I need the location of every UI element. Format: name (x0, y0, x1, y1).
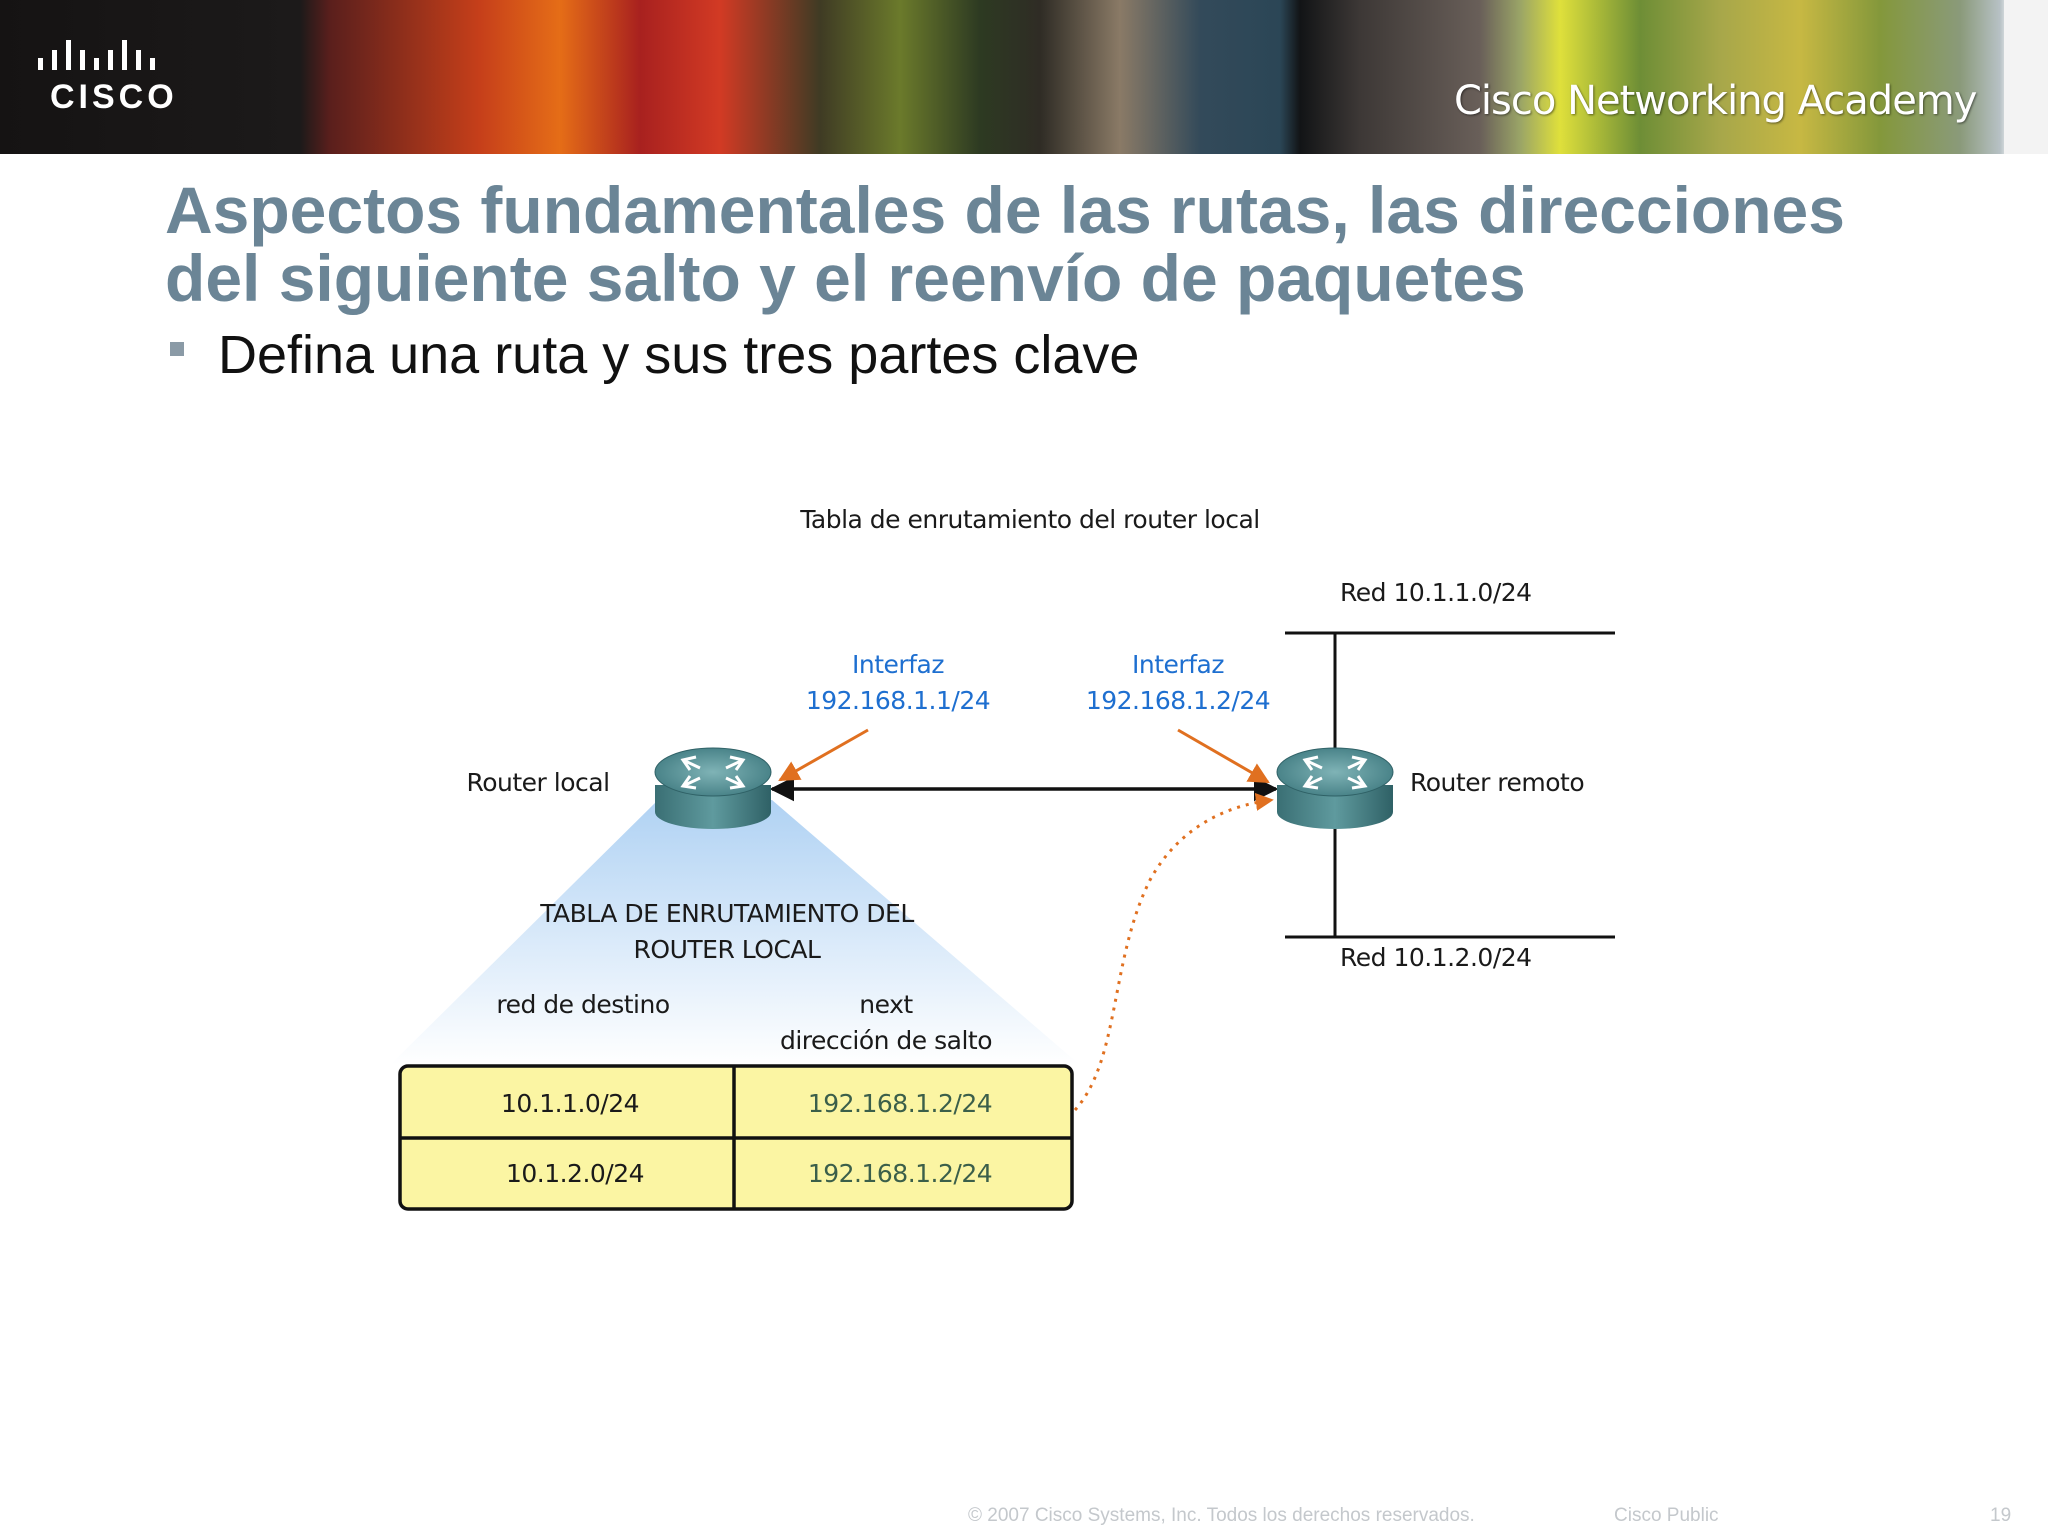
column-header-next-hop-line-1: next (859, 990, 913, 1019)
academy-title: Cisco Networking Academy (1454, 78, 1977, 124)
column-header-next-hop-line-2: dirección de salto (780, 1026, 992, 1055)
table-row-2-destination: 10.1.2.0/24 (506, 1159, 644, 1188)
table-row-1-destination: 10.1.1.0/24 (501, 1089, 639, 1118)
cisco-logo-text: CISCO (50, 78, 178, 116)
table-row-1-next-hop: 192.168.1.2/24 (808, 1089, 992, 1118)
footer-copyright: © 2007 Cisco Systems, Inc. Todos los der… (968, 1505, 1475, 1526)
router-local-icon (654, 747, 772, 829)
interface-local-ip: 192.168.1.1/24 (806, 686, 990, 715)
table-row-2-next-hop: 192.168.1.2/24 (808, 1159, 992, 1188)
footer-classification: Cisco Public (1614, 1505, 1719, 1526)
next-hop-dotted-arrow (1073, 792, 1274, 1112)
cisco-logo-icon (38, 40, 155, 70)
network-bottom-label: Red 10.1.2.0/24 (1340, 943, 1532, 972)
footer-page-number: 19 (1990, 1505, 2012, 1526)
bullet-text: Defina una ruta y sus tres partes clave (218, 325, 1140, 385)
routing-table-cone (390, 800, 1080, 1065)
remote-interface-arrow (1177, 728, 1270, 784)
router-local-label: Router local (466, 768, 609, 797)
router-remote-label: Router remoto (1410, 768, 1584, 797)
interface-remote-label: Interfaz (1132, 650, 1224, 679)
bullet-square-icon (170, 342, 184, 356)
banner-edge-strip (2004, 0, 2048, 154)
interface-local-label: Interfaz (852, 650, 944, 679)
network-top-label: Red 10.1.1.0/24 (1340, 578, 1532, 607)
table-title-line-2: ROUTER LOCAL (634, 935, 822, 964)
local-interface-arrow (778, 728, 869, 782)
routing-table: 10.1.1.0/24 192.168.1.2/24 10.1.2.0/24 1… (398, 1064, 1074, 1211)
slide-title-line-1: Aspectos fundamentales de las rutas, las… (165, 173, 1845, 247)
header-banner: CISCO Cisco Networking Academy (0, 0, 2048, 154)
interface-remote-ip: 192.168.1.2/24 (1086, 686, 1270, 715)
slide-title-line-2: del siguiente salto y el reenvío de paqu… (165, 241, 1526, 315)
slide-title: Aspectos fundamentales de las rutas, las… (165, 176, 2005, 312)
column-header-destination: red de destino (496, 990, 669, 1019)
router-remote-icon (1276, 747, 1394, 829)
table-title-line-1: TABLA DE ENRUTAMIENTO DEL (539, 899, 914, 928)
diagram-caption: Tabla de enrutamiento del router local (799, 505, 1259, 534)
